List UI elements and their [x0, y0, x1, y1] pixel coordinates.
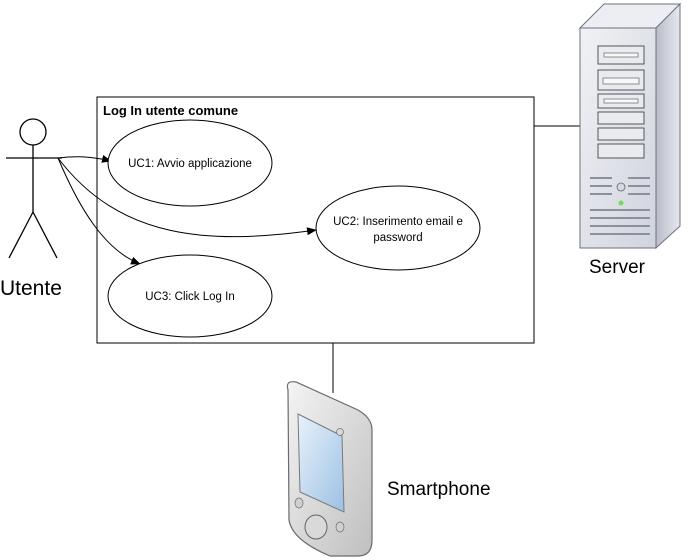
actor-right-leg — [32, 211, 58, 259]
server-tower-icon — [578, 2, 682, 250]
association-uc2 — [57, 157, 317, 238]
use-case-label: UC2: Inserimento email e — [333, 216, 463, 228]
actor-label: Utente — [0, 277, 62, 300]
use-case-label: password — [373, 232, 422, 244]
actor-utente[interactable] — [6, 118, 62, 259]
use-case-uc1[interactable]: UC1: Avvio applicazione — [107, 119, 273, 207]
smartphone-icon — [286, 381, 373, 557]
system-title: Log In utente comune — [103, 103, 238, 118]
use-case-uc2[interactable]: UC2: Inserimento email e password — [315, 185, 481, 271]
actor-left-leg — [8, 211, 34, 259]
smartphone-label: Smartphone — [387, 479, 491, 500]
server-label: Server — [589, 257, 646, 278]
use-case-uc3[interactable]: UC3: Click Log In — [107, 254, 273, 338]
actor-head — [19, 118, 47, 146]
association-uc1 — [57, 155, 112, 163]
system-boundary — [96, 96, 535, 344]
use-case-label: UC1: Avvio applicazione — [128, 158, 252, 170]
association-uc3 — [57, 157, 141, 265]
use-case-label: UC3: Click Log In — [145, 291, 234, 303]
